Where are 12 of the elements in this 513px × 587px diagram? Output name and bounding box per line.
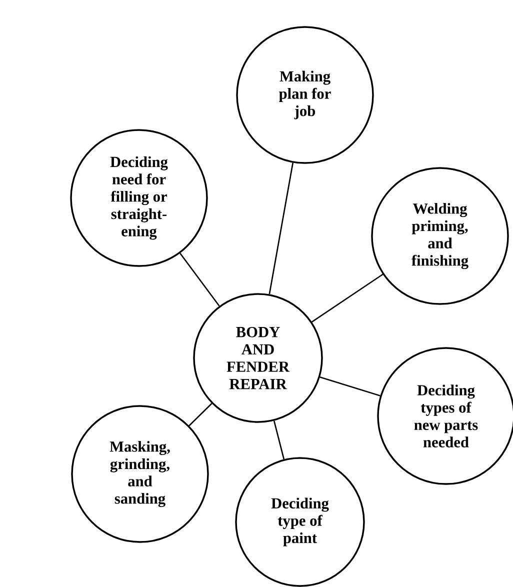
circle-node: Deciding type of paint [235, 457, 365, 587]
circle-node: Deciding need for filling or straight-ening [70, 129, 208, 267]
connector-line [188, 403, 212, 426]
circle-node: Masking, grinding, and sanding [71, 405, 209, 543]
circle-node: Welding priming, and finishing [371, 167, 509, 305]
connector-line [273, 420, 285, 460]
connector-line [312, 274, 384, 322]
circle-node: BODY AND FENDER REPAIR [193, 293, 323, 423]
connector-line [268, 162, 294, 294]
connector-line [320, 376, 380, 396]
circle-node: Making plan for job [236, 26, 374, 164]
connector-line [180, 252, 220, 306]
